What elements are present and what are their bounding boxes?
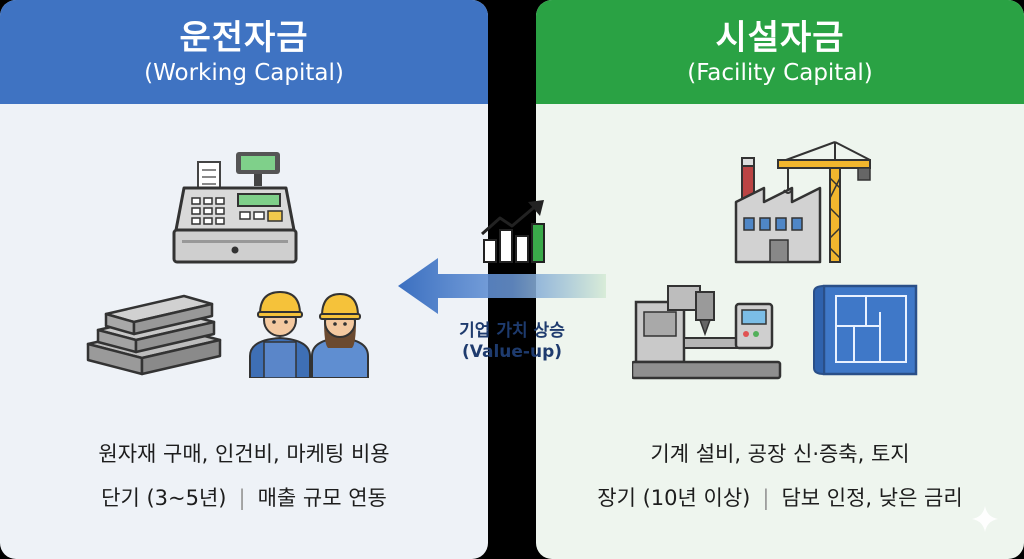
facility-capital-condition: 담보 인정, 낮은 금리 xyxy=(781,486,963,510)
working-capital-condition: 매출 규모 연동 xyxy=(257,486,387,510)
facility-capital-title: 시설자금 xyxy=(715,18,845,58)
workers-icon xyxy=(249,290,369,378)
value-up-arrow xyxy=(398,258,606,314)
facility-capital-panel: 시설자금 (Facility Capital) xyxy=(536,0,1024,559)
growth-chart-icon xyxy=(481,200,545,263)
working-capital-title: 운전자금 xyxy=(179,18,309,58)
cash-register-icon xyxy=(172,152,298,264)
caption-separator: | xyxy=(762,486,770,510)
factory-crane-icon xyxy=(734,141,871,264)
blueprint-icon xyxy=(813,284,918,376)
facility-capital-subtitle: (Facility Capital) xyxy=(687,60,873,86)
working-capital-header: 운전자금 (Working Capital) xyxy=(0,0,488,104)
sparkle-icon xyxy=(972,506,998,532)
working-capital-uses: 원자재 구매, 인건비, 마케팅 비용 xyxy=(98,442,390,466)
working-capital-panel: 운전자금 (Working Capital) xyxy=(0,0,488,559)
facility-capital-term: 장기 (10년 이상) xyxy=(597,486,751,510)
caption-separator: | xyxy=(238,486,246,510)
facility-capital-uses: 기계 설비, 공장 신·증축, 토지 xyxy=(650,442,910,466)
value-up-sublabel: (Value-up) xyxy=(461,342,563,362)
facility-capital-header: 시설자금 (Facility Capital) xyxy=(536,0,1024,104)
working-capital-terms: 단기 (3~5년) | 매출 규모 연동 xyxy=(0,482,488,512)
lumber-stack-icon xyxy=(86,294,222,376)
facility-capital-terms: 장기 (10년 이상) | 담보 인정, 낮은 금리 xyxy=(536,482,1024,512)
working-capital-subtitle: (Working Capital) xyxy=(144,60,344,86)
working-capital-term: 단기 (3~5년) xyxy=(101,486,227,510)
value-up-label: 기업 가치 상승 xyxy=(459,321,565,341)
machine-tool-icon xyxy=(632,285,782,380)
